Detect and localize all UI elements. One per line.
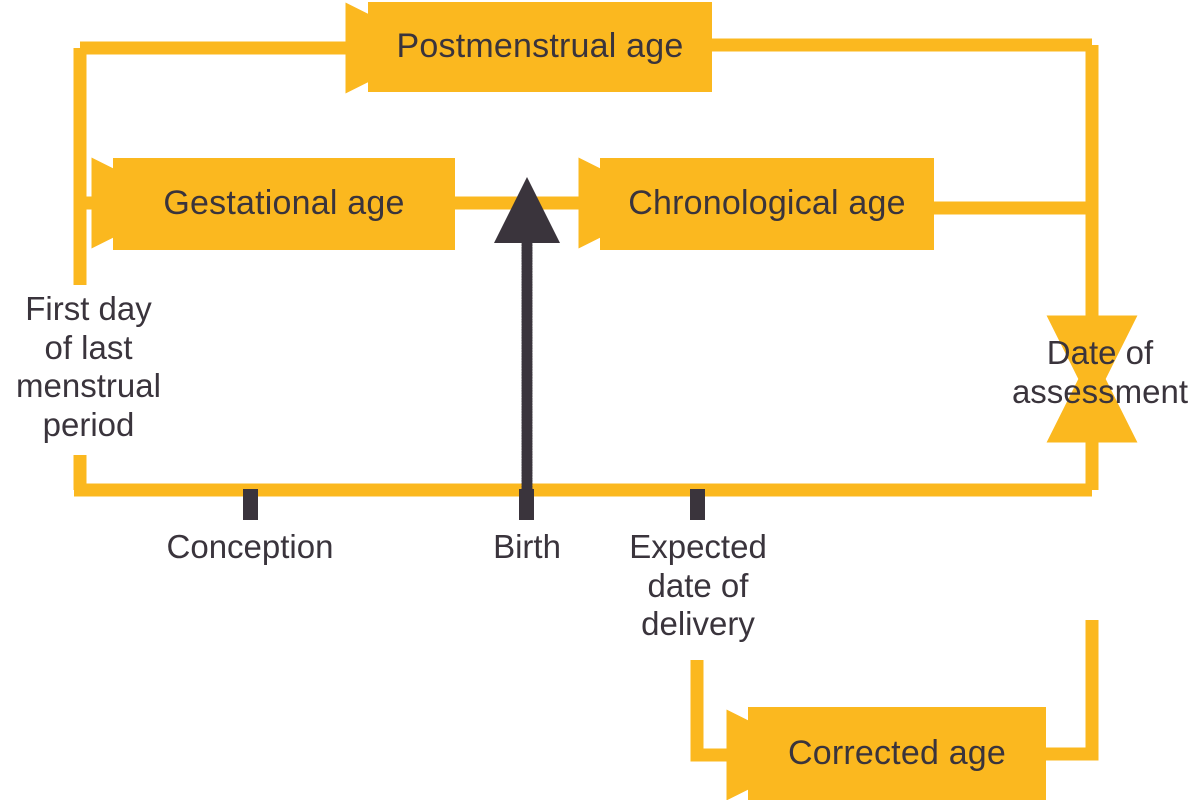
label-first-day-last-menstrual-period: First day of last menstrual period <box>16 290 161 443</box>
connector-corrected-to-assessment <box>1046 620 1099 761</box>
label-date-of-assessment: Date of assessment <box>1011 334 1189 410</box>
node-chronological-age[interactable]: Chronological age <box>600 158 934 250</box>
label-conception: Conception <box>166 528 334 565</box>
label-expected-date-of-delivery: Expected date of delivery <box>629 528 767 643</box>
node-corrected-age-label: Corrected age <box>787 733 1007 772</box>
tick-expected-date-of-delivery <box>690 489 705 520</box>
node-gestational-age[interactable]: Gestational age <box>113 158 455 250</box>
label-birth: Birth <box>493 528 561 565</box>
tick-birth <box>519 489 534 520</box>
node-postmenstrual-age-label: Postmenstrual age <box>396 27 684 66</box>
node-corrected-age[interactable]: Corrected age <box>748 707 1046 800</box>
connector-edd-to-corrected <box>690 660 818 800</box>
node-postmenstrual-age[interactable]: Postmenstrual age <box>368 2 712 92</box>
tick-conception <box>243 489 258 520</box>
node-chronological-age-label: Chronological age <box>628 184 906 223</box>
node-gestational-age-label: Gestational age <box>163 184 405 223</box>
